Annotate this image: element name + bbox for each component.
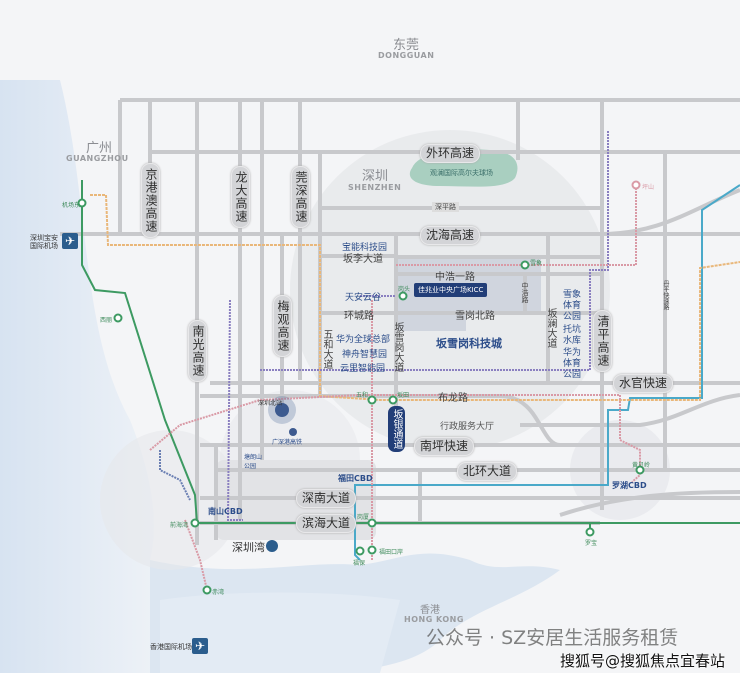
highway-nanping: 南坪快速 <box>414 437 475 456</box>
highway-binhai: 滨海大道 <box>296 514 357 533</box>
station-huangbeiling <box>635 465 645 475</box>
station-gangxia <box>367 518 377 528</box>
station-label-huangbeiling: 黄贝岭 <box>632 462 651 469</box>
station-label-qianhaiwan: 前海湾 <box>170 522 189 529</box>
road-banxuegang: 坂雪岗大道 <box>392 322 403 372</box>
station-label-futian-port: 福田口岸 <box>379 549 404 556</box>
station-luobao <box>585 527 595 537</box>
station-label-airport-east: 机场东 <box>62 202 81 209</box>
road-wuhe: 五和大道 <box>321 329 332 369</box>
road-danping: 丹平快速路 <box>662 280 669 310</box>
road-xuegangbei: 雪岗北路 <box>455 311 495 322</box>
city-guangzhou: 广州 <box>86 141 113 156</box>
station-gangtou <box>398 291 408 301</box>
station-label-luobao: 罗宝 <box>585 540 598 547</box>
highway-nanguang: 南光高速 <box>188 320 207 382</box>
station-label-gangxia: 岗厦 <box>357 514 370 521</box>
wechat-watermark: 公众号 · SZ安居生活服务租赁 <box>426 627 679 649</box>
city-guangzhou-en: GUANGZHOU <box>66 154 129 163</box>
station-xixiang <box>113 313 123 323</box>
city-shenzhen: 深圳 <box>362 169 389 184</box>
highway-guanshen: 莞深高速 <box>291 166 310 228</box>
station-wuhe <box>367 395 377 405</box>
highway-shenhai: 沈海高速 <box>420 226 481 245</box>
station-xuexiang <box>520 260 530 270</box>
station-label-chiwan: 赤湾 <box>212 589 225 596</box>
metro-line-green <box>81 180 740 524</box>
city-dongguan-en: DONGGUAN <box>378 51 435 60</box>
city-shenzhen-en: SHENZHEN <box>348 183 402 192</box>
poi-huawei-park: 华为体育公园 <box>563 348 582 380</box>
station-label-xuexiang: 雪象 <box>530 260 543 267</box>
highway-shuiguan: 水官快速 <box>613 374 674 393</box>
road-banli: 坂李大道 <box>343 254 383 265</box>
cbd-nanshan: 南山CBD <box>208 507 243 516</box>
road-huancheng: 环城路 <box>344 311 374 322</box>
poi-tech-city: 坂雪岗科技城 <box>436 337 502 350</box>
poi-tuokeng: 托坑水库 <box>563 325 582 346</box>
airplane-icon: ✈ <box>192 638 208 654</box>
station-futian-port <box>367 545 377 555</box>
station-chiwan <box>202 585 212 595</box>
metro-line-pink <box>149 185 641 591</box>
poi-huawei-hq: 华为全球总部 <box>336 335 391 345</box>
city-hongkong-en: HONG KONG <box>404 615 464 624</box>
poi-admin-hall: 行政服务大厅 <box>440 422 495 432</box>
city-hongkong: 香港 <box>420 605 440 616</box>
poi-xuexiang-park: 雪象体育公园 <box>563 290 582 322</box>
shenzhenwan-icon <box>266 540 278 552</box>
poi-gsg-rail: 广深港高铁 <box>272 439 303 446</box>
airport-shenzhen-label: 深圳宝安国际机场 <box>30 234 58 250</box>
highway-meiguan: 梅观高速 <box>273 295 292 357</box>
airport-hongkong-label: 香港国际机场 <box>150 643 192 651</box>
sohu-watermark: 搜狐号@搜狐焦点宜春站 <box>560 652 726 670</box>
poi-tianan: 天安云谷 <box>345 293 382 303</box>
station-label-fubao: 福保 <box>353 560 366 567</box>
road-zhonghao: 中浩路 <box>521 282 529 303</box>
poi-baoneng: 宝能科技园 <box>342 243 388 253</box>
metro-line-purple <box>226 130 609 521</box>
cbd-luohu: 罗湖CBD <box>612 481 647 490</box>
station-bantian <box>388 395 398 405</box>
gsg-rail-icon <box>289 428 297 436</box>
highway-beihuan: 北环大道 <box>457 462 518 481</box>
highway-qingping: 清平高速 <box>593 310 612 372</box>
project-callout[interactable]: 佳兆业中央广场KICC <box>414 283 488 297</box>
station-label-pingshan: 坪山 <box>642 184 655 191</box>
poi-yunli: 云里智能园 <box>340 364 386 374</box>
station-label-wuhe: 五和 <box>356 392 369 399</box>
poi-tanglang: 塘朗山公园 <box>244 454 263 470</box>
highway-shennan: 深南大道 <box>296 489 357 508</box>
metro-stations <box>77 180 645 595</box>
poi-sz-north: 深圳北站 <box>258 400 283 407</box>
metro-line-orange <box>90 194 740 401</box>
station-label-xili: 西丽 <box>100 317 113 324</box>
road-shenping: 深平路 <box>432 202 459 212</box>
road-bulong: 布龙路 <box>438 393 468 404</box>
metro-lines <box>81 130 740 591</box>
station-label-gangtou: 岗头 <box>398 286 411 293</box>
highway-longda: 龙大高速 <box>231 166 250 228</box>
sz-north-station-icon <box>275 403 289 417</box>
station-fubao <box>355 546 365 556</box>
station-label-bantian: 坂田 <box>397 392 410 399</box>
station-qianhaiwan <box>190 518 200 528</box>
highway-banyin-tunnel: 坂银通道 <box>388 406 405 452</box>
station-airport-east <box>77 198 87 208</box>
highway-waihuan: 外环高速 <box>420 144 481 163</box>
poi-golf: 观澜国际高尔夫球场 <box>430 169 493 177</box>
airplane-icon: ✈ <box>62 233 78 249</box>
city-dongguan: 东莞 <box>393 38 420 53</box>
road-banlan: 坂澜大道 <box>545 308 556 348</box>
label-shenzhenwan: 深圳湾 <box>232 541 265 554</box>
highway-jinggangao: 京港澳高速 <box>141 163 160 238</box>
station-pingshan <box>631 180 641 190</box>
poi-shenzhou: 神舟智慧园 <box>342 350 388 360</box>
cbd-futian: 福田CBD <box>338 474 373 483</box>
road-zhonghao1: 中浩一路 <box>435 272 475 283</box>
